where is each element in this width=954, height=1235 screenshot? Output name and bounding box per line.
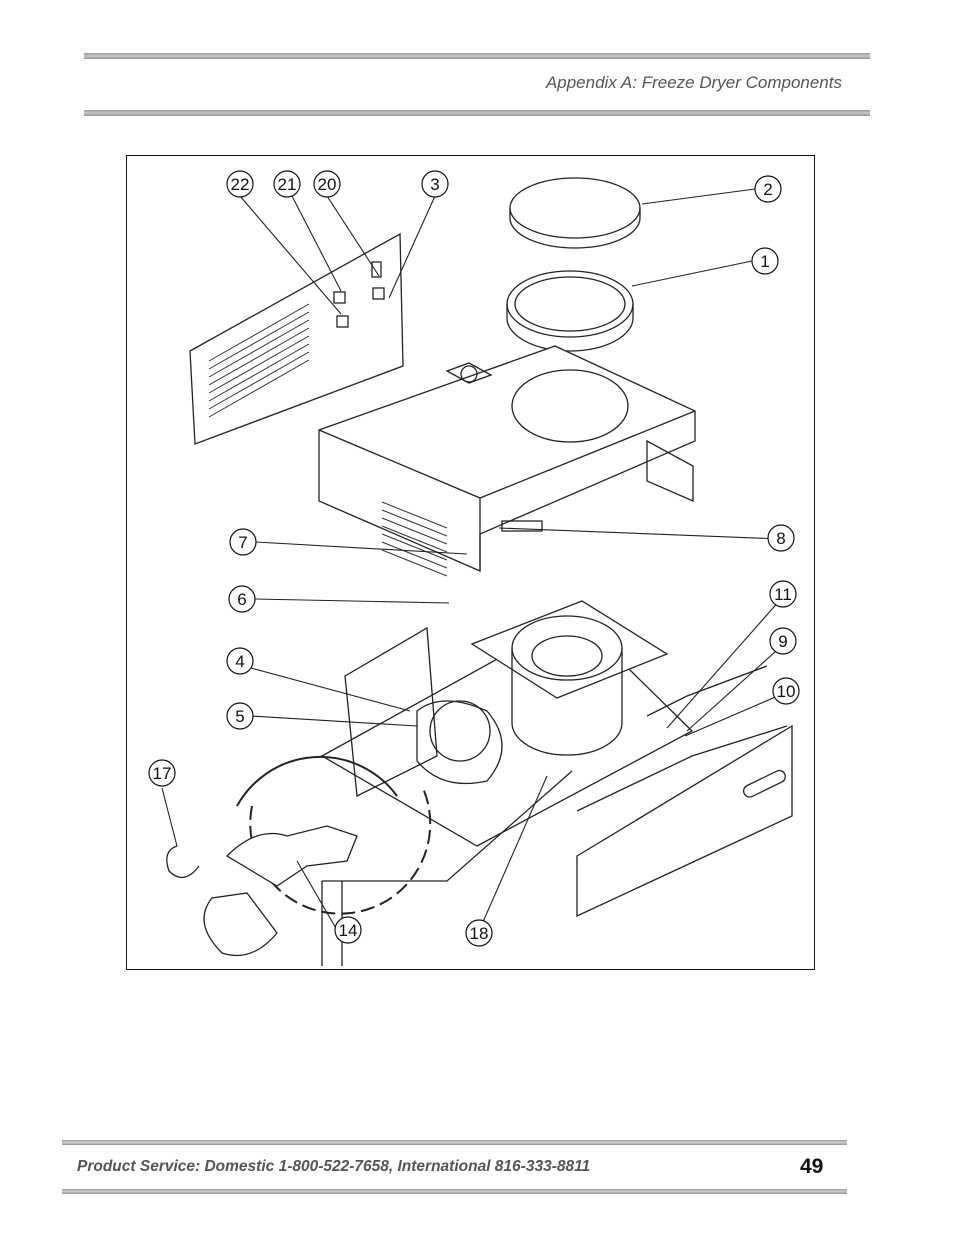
callout-22 [226,170,254,198]
header-rule-top [84,53,870,59]
callout-8 [767,524,795,552]
lid-part [509,177,641,239]
side-panel-part [576,724,793,918]
footer-rule-bottom [62,1189,847,1194]
rear-panel-part [189,232,404,445]
callout-22-label: 22 [231,175,250,194]
callout-20 [313,170,341,198]
callout-3 [421,170,449,198]
footer-rule-top [62,1140,847,1145]
callout-1-label: 1 [760,252,769,271]
exploded-view-drawing: 22 21 20 3 2 1 7 8 6 11 9 4 10 5 17 14 1… [148,170,800,966]
callout-4 [226,647,254,675]
callout-6-label: 6 [237,590,246,609]
callout-1 [751,247,779,275]
callout-11-label: 11 [774,585,792,604]
callout-21-label: 21 [278,175,297,194]
callout-2-label: 2 [763,180,772,199]
callout-21 [273,170,301,198]
callout-4-label: 4 [235,652,244,671]
callout-20-label: 20 [318,175,337,194]
gasket-ring-part [506,270,634,338]
callout-17 [148,759,176,787]
exploded-view-figure: 22 21 20 3 2 1 7 8 6 11 9 4 10 5 17 14 1… [126,155,815,970]
callout-7 [229,528,257,556]
callout-10 [772,677,800,705]
callout-7-label: 7 [238,533,247,552]
product-service-contact: Product Service: Domestic 1-800-522-7658… [77,1158,591,1175]
callout-17-label: 17 [153,764,172,783]
callout-3-label: 3 [430,175,439,194]
callout-9 [769,627,797,655]
callout-14 [334,916,362,944]
callout-14-label: 14 [339,921,358,940]
page-number: 49 [800,1155,824,1178]
callout-8-label: 8 [776,529,785,548]
callout-2 [754,175,782,203]
callout-10-label: 10 [777,682,796,701]
callout-18 [465,919,493,947]
callout-11 [769,580,797,608]
housing-part [318,345,696,572]
page-header-title: Appendix A: Freeze Dryer Components [545,73,842,92]
callout-18-label: 18 [470,924,489,943]
callout-6 [228,585,256,613]
callout-5 [226,702,254,730]
callout-5-label: 5 [235,707,244,726]
header-rule-bottom [84,110,870,116]
callout-9-label: 9 [778,632,787,651]
